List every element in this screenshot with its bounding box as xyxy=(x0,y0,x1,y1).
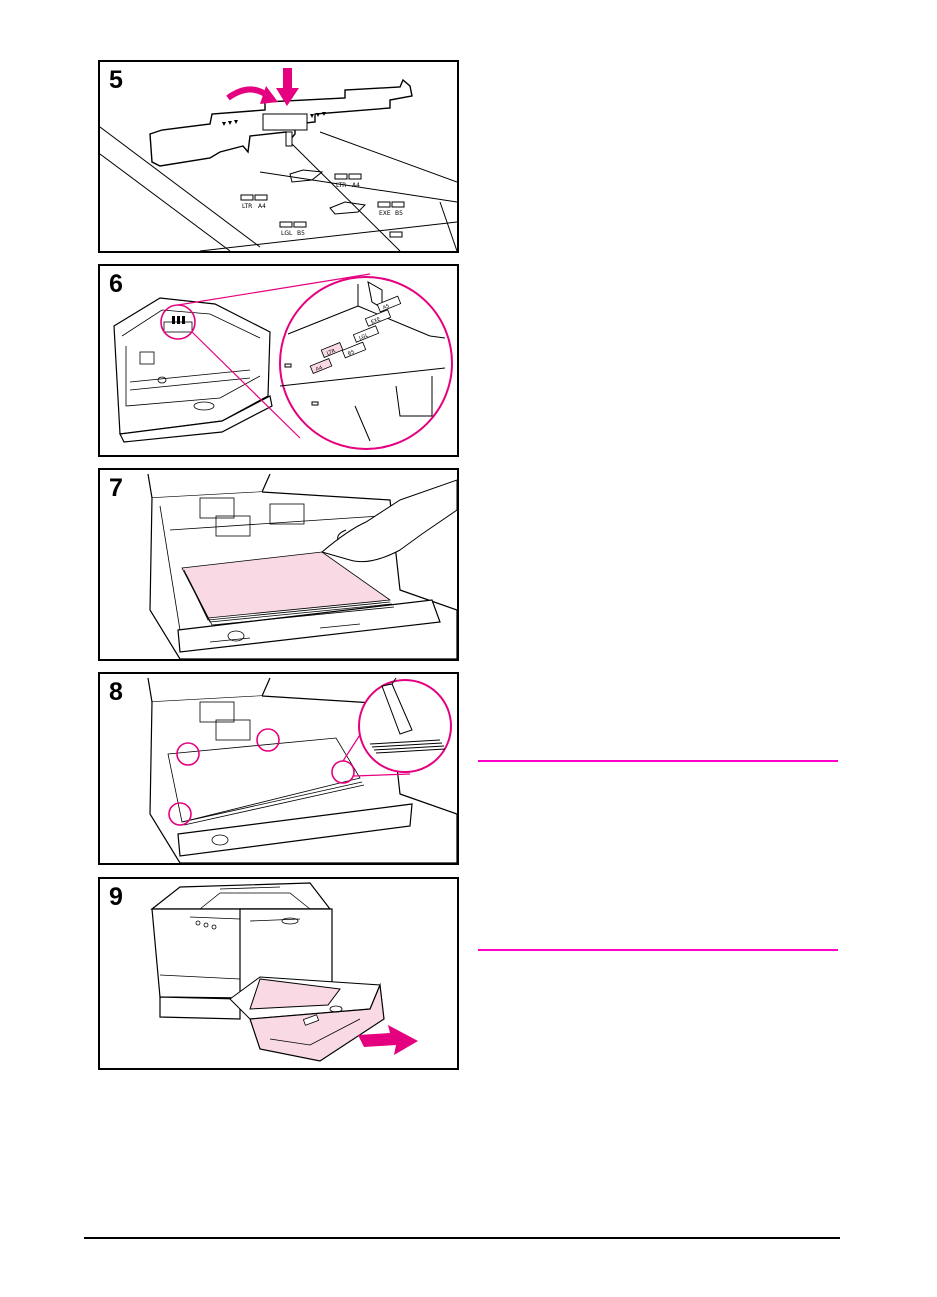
step-number: 7 xyxy=(109,474,123,502)
size-mark: LGL xyxy=(281,230,293,237)
size-mark: EXE xyxy=(379,210,391,217)
step-8-panel: 8 xyxy=(98,672,459,865)
size-mark: LTR xyxy=(336,182,346,189)
step-number: 5 xyxy=(109,66,123,94)
tray-paper-guide-icon: LTR A4 LTR A4 EXE B5 LGL B5 xyxy=(100,62,457,251)
step-number: 8 xyxy=(109,678,123,706)
step-9-panel: 9 xyxy=(98,877,459,1070)
section-rule-bottom xyxy=(478,949,838,951)
step-6-panel: 6 xyxy=(98,264,459,457)
load-paper-stack-icon xyxy=(100,470,457,659)
insert-tray-printer-icon xyxy=(100,879,457,1068)
step-number: 9 xyxy=(109,883,123,911)
size-mark: B5 xyxy=(297,230,305,237)
step-7-panel: 7 xyxy=(98,468,459,661)
paper-corner-tabs-icon xyxy=(100,674,457,863)
footer-rule xyxy=(84,1237,840,1239)
section-rule-top xyxy=(478,760,838,762)
step-number: 6 xyxy=(109,270,123,298)
size-mark: B5 xyxy=(395,210,403,217)
size-mark: A4 xyxy=(352,182,360,189)
size-mark: LTR xyxy=(242,203,252,210)
tray-size-markings-icon: A4 LTR B5 LGL EXE A5 xyxy=(100,266,457,455)
size-mark: A4 xyxy=(258,203,266,210)
step-5-panel: 5 LTR A4 LTR A4 EXE xyxy=(98,60,459,253)
